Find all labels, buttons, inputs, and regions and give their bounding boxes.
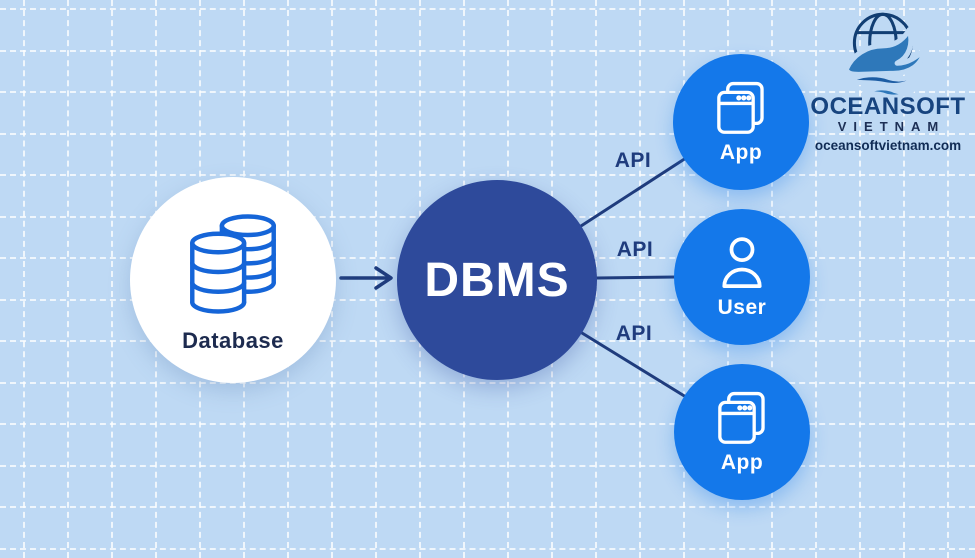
globe-wave-icon xyxy=(843,12,928,96)
logo-subtitle: VIETNAM xyxy=(837,119,946,135)
app-label-bottom: App xyxy=(720,451,764,474)
grid-line-vertical xyxy=(903,0,905,558)
api-label-middle: API xyxy=(616,238,654,261)
grid-line-horizontal xyxy=(0,381,975,384)
grid-line-horizontal xyxy=(0,91,975,93)
right-arrow-icon xyxy=(339,266,393,290)
grid-line-vertical xyxy=(859,0,861,558)
grid-line-vertical xyxy=(67,0,69,558)
api-label-bottom: API xyxy=(615,322,653,345)
app-node-bottom: App xyxy=(674,364,810,500)
app-windows-icon xyxy=(717,81,764,134)
app-windows-icon xyxy=(718,391,765,444)
dbms-label: DBMS xyxy=(424,253,570,307)
dbms-node: DBMS xyxy=(397,180,597,380)
person-icon xyxy=(722,237,762,289)
app-label-top: App xyxy=(719,141,763,164)
grid-line-vertical xyxy=(639,0,641,558)
line-dbms-app-bottom xyxy=(580,331,688,399)
api-label-top: API xyxy=(614,149,652,172)
logo: OCEANSOFT VIETNAM oceansoftvietnam.com xyxy=(808,10,968,153)
grid-line-horizontal xyxy=(0,423,975,425)
grid-line-horizontal xyxy=(0,506,975,508)
grid-line-vertical xyxy=(815,0,817,558)
database-label: Database xyxy=(182,328,284,353)
user-node: User xyxy=(674,209,810,345)
line-dbms-user xyxy=(595,275,678,280)
app-node-top: App xyxy=(673,54,809,190)
logo-title: OCEANSOFT xyxy=(810,93,966,120)
grid-line-vertical xyxy=(111,0,113,558)
database-cylinders-icon xyxy=(190,214,276,314)
database-node: Database xyxy=(130,177,336,383)
line-dbms-app-top xyxy=(579,156,688,228)
grid-line-horizontal xyxy=(0,8,975,10)
grid-line-horizontal xyxy=(0,174,975,176)
user-label: User xyxy=(717,296,767,319)
logo-website: oceansoftvietnam.com xyxy=(814,138,962,154)
grid-line-horizontal xyxy=(0,464,975,467)
grid-line-horizontal xyxy=(0,547,975,550)
grid-line-horizontal xyxy=(0,132,975,135)
grid-line-vertical xyxy=(947,0,949,558)
grid-line-vertical xyxy=(23,0,25,558)
grid-line-horizontal xyxy=(0,49,975,52)
